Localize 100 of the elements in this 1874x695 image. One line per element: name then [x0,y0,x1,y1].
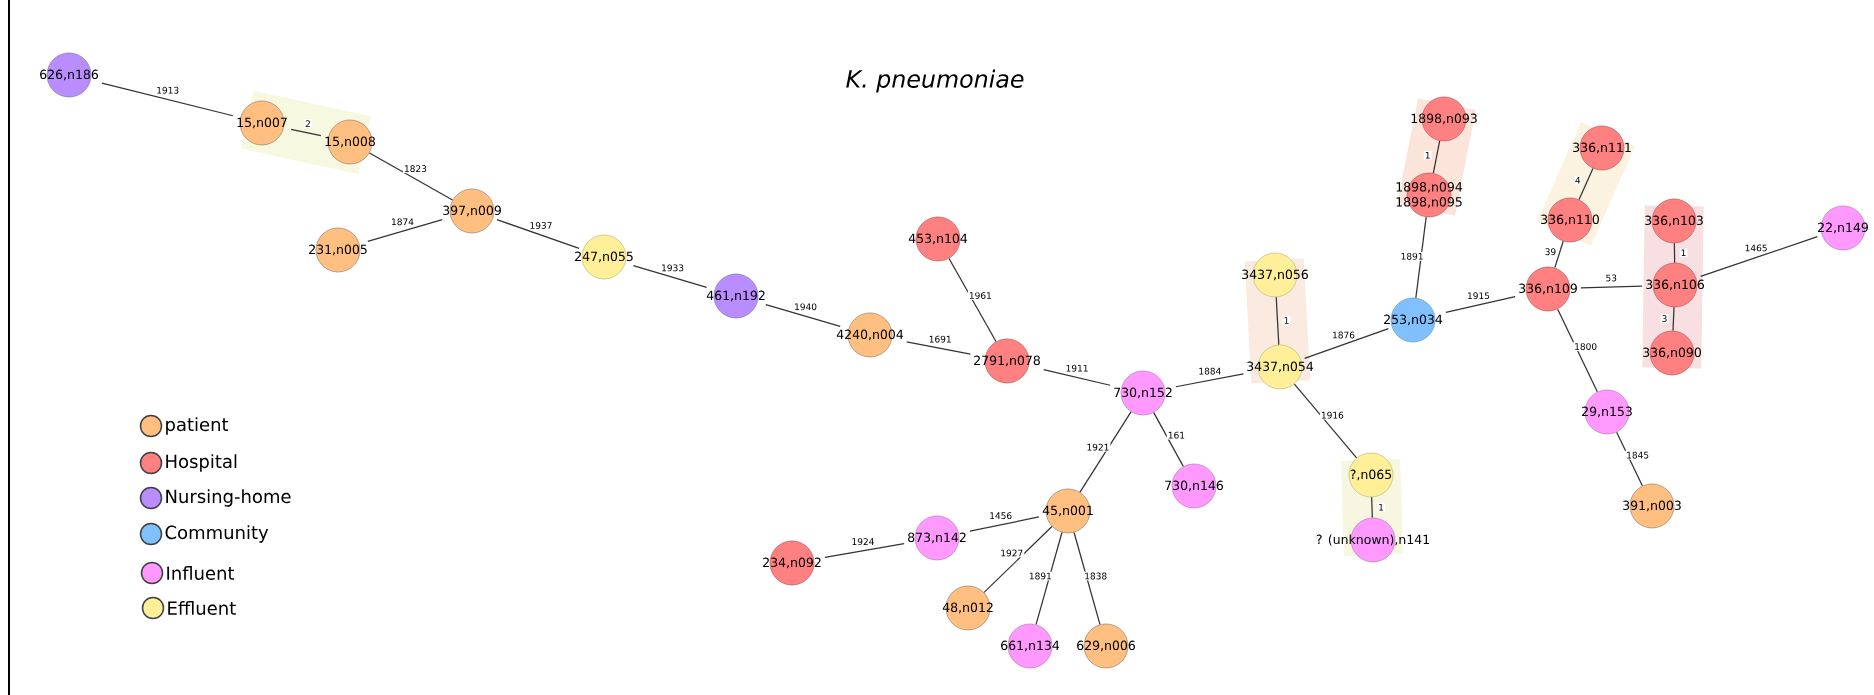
connector-line [1293,383,1358,459]
connector-line [368,152,454,201]
edge-label: 2 [304,119,312,128]
connector-line [1153,411,1184,467]
edge-label: 1 [1423,150,1432,160]
connector-line [824,543,905,558]
legend-label: patient [166,417,229,435]
connector-line [496,219,580,249]
connector-line [1554,240,1564,269]
edge-label: 1 [1282,316,1291,325]
connector-line [1073,531,1101,626]
connector-line [765,304,841,327]
edge-label: 1891 [1027,571,1053,581]
legend-label: Effluent [168,601,236,615]
sample-node: 336,n111 [1573,125,1631,171]
connector-line [1445,295,1516,314]
sample-node: 730,n146 [1165,463,1224,509]
connector-line [1699,236,1819,277]
sample-node: 15,n007 [237,100,287,146]
edge-label: 39 [1543,247,1558,257]
sample-node: 45,n001 [1042,488,1093,534]
edge-label: 1845 [1625,450,1651,460]
edge-label: 3 [1660,314,1669,323]
edge-label: 1915 [1466,291,1491,301]
connector-line [1580,285,1643,289]
sample-node: 873,n142 [908,515,966,561]
connector-line [1079,411,1132,493]
connector-line [1035,531,1063,626]
edge-label: 53 [1604,273,1618,283]
edge-label: 1933 [660,263,685,273]
edge-label: 1911 [1064,363,1090,373]
sample-node: 3437,n054 [1247,344,1314,390]
edge-label: 1456 [988,511,1014,521]
sample-node: 15,n008 [325,119,375,165]
sample-node: 234,n092 [763,540,821,586]
sample-node: 453,n104 [908,216,968,262]
edge-label: 161 [1166,430,1186,440]
edge-label: 1876 [1331,330,1356,340]
edge-label: 1 [1377,502,1385,512]
sample-node: 22,n149 [1818,205,1868,251]
edge-label: 1927 [999,548,1025,558]
edge-label: 1937 [528,221,554,230]
edge-label: 1691 [927,334,953,344]
sample-node: 626,n186 [40,52,99,98]
edge-label: 1838 [1083,571,1109,581]
sample-node: ?,n065 [1348,452,1394,498]
sample-node: 48,n012 [942,585,993,631]
edge-label: 1891 [1399,251,1425,261]
connector-line [290,128,322,137]
sample-node: 2791,n078 [974,338,1040,384]
sample-node: 391,n003 [1623,483,1681,529]
sample-node: 461,n192 [706,273,765,319]
connector-line [948,257,997,343]
sample-node: 4240,n004 [836,312,904,358]
connector-line [1415,216,1427,299]
connector-line [1557,308,1598,393]
connector-line [1672,306,1675,332]
legend-label: Influent [167,566,235,580]
edge-label: 4 [1573,176,1582,185]
connector-line [367,219,443,242]
edge-label: 1924 [850,537,876,546]
edge-label: 1465 [1743,243,1769,253]
sample-node: 231,n005 [309,227,367,273]
legend-label: Hospital [166,454,237,472]
title: K. pneumoniae [846,69,1024,93]
edge-label: 1940 [793,302,818,312]
edge-label: 1884 [1197,366,1223,376]
sample-node: 336,n090 [1643,330,1701,376]
sample-node: 397,n009 [443,188,501,234]
edge-label: 1913 [155,85,181,95]
connector-line [1371,496,1373,519]
sample-node: ? (unknown),n141 [1316,517,1429,563]
sample-node: 336,n103 [1645,198,1703,244]
legend-label: Community [165,525,269,543]
connector-line [906,341,971,355]
connector-line [1578,167,1594,201]
sample-node: 247,n055 [575,234,633,280]
sample-node: 253,n034 [1384,297,1443,343]
sample-node: 730,n152 [1114,370,1172,416]
connector-line [1673,242,1676,264]
connector-line [1043,369,1111,386]
sample-node: 336,n110 [1541,197,1599,243]
connector-line [1275,296,1280,346]
connector-line [969,516,1040,532]
sample-node: 29,n153 [1582,389,1632,435]
sample-node: 336,n109 [1519,266,1577,312]
connector-line [1432,140,1441,174]
edge-label: 1 [1679,248,1688,258]
connector-line [632,265,708,288]
sample-node: 661,n134 [1001,623,1060,669]
connector-line [101,82,234,117]
sample-node: 1898,n093 [1411,96,1477,142]
connector-line [1303,328,1390,359]
edge-label: 1916 [1319,410,1345,420]
connector-line [1616,431,1643,487]
connector-line [1175,373,1244,388]
edge-label: 1874 [390,217,415,227]
legend-label: Nursing-home [166,489,291,507]
sample-node: 629,n006 [1077,623,1136,669]
edge-label: 1800 [1573,342,1599,351]
